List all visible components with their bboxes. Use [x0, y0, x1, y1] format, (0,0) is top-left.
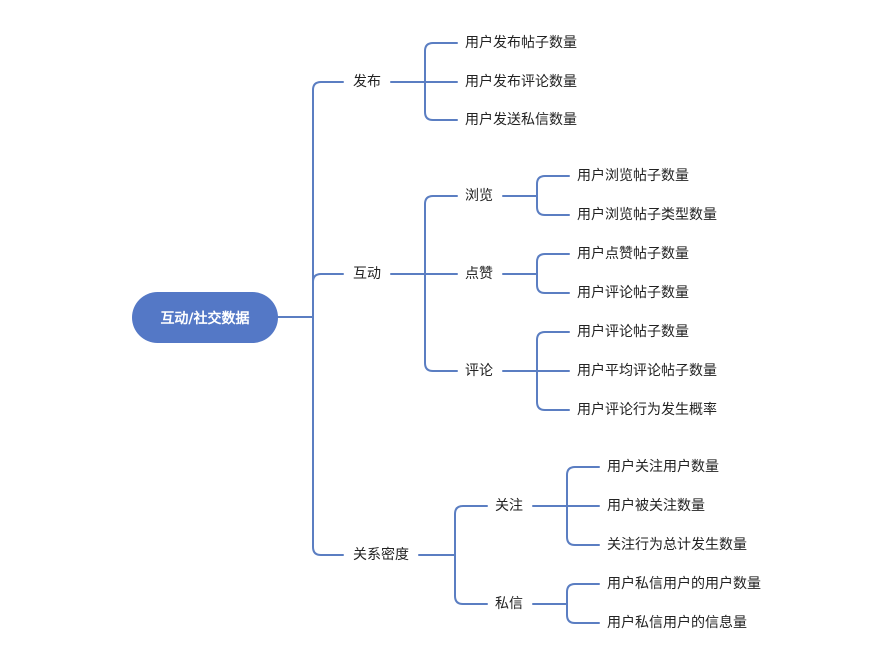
connector — [390, 195, 458, 372]
root-node: 互动/社交数据 — [132, 292, 278, 343]
connector — [277, 81, 344, 556]
connector — [532, 583, 600, 624]
branch-interaction: 互动 — [353, 266, 381, 282]
leaf-node: 用户发布评论数量 — [465, 74, 577, 90]
connector — [390, 42, 458, 121]
leaf-node: 关注行为总计发生数量 — [607, 537, 747, 553]
group-private-message: 私信 — [495, 596, 523, 612]
leaf-node: 用户发送私信数量 — [465, 112, 577, 128]
group-follow: 关注 — [495, 498, 523, 514]
leaf-node: 用户平均评论帖子数量 — [577, 363, 717, 379]
leaf-node: 用户评论帖子数量 — [577, 324, 689, 340]
branch-publish: 发布 — [353, 74, 381, 90]
leaf-node: 用户私信用户的用户数量 — [607, 576, 761, 592]
connector — [502, 253, 570, 294]
leaf-node: 用户评论行为发生概率 — [577, 402, 717, 418]
leaf-node: 用户点赞帖子数量 — [577, 246, 689, 262]
leaf-node: 用户浏览帖子类型数量 — [577, 207, 717, 223]
group-browse: 浏览 — [465, 188, 493, 204]
leaf-node: 用户被关注数量 — [607, 498, 705, 514]
group-like: 点赞 — [465, 266, 493, 282]
connector — [532, 466, 600, 546]
connector — [418, 505, 488, 605]
group-comment: 评论 — [465, 363, 493, 379]
leaf-node: 用户浏览帖子数量 — [577, 168, 689, 184]
leaf-node: 用户私信用户的信息量 — [607, 615, 747, 631]
branch-relationship-density: 关系密度 — [353, 547, 409, 563]
connector — [502, 331, 570, 411]
leaf-node: 用户评论帖子数量 — [577, 285, 689, 301]
leaf-node: 用户关注用户数量 — [607, 459, 719, 475]
connector — [502, 175, 570, 216]
leaf-node: 用户发布帖子数量 — [465, 35, 577, 51]
